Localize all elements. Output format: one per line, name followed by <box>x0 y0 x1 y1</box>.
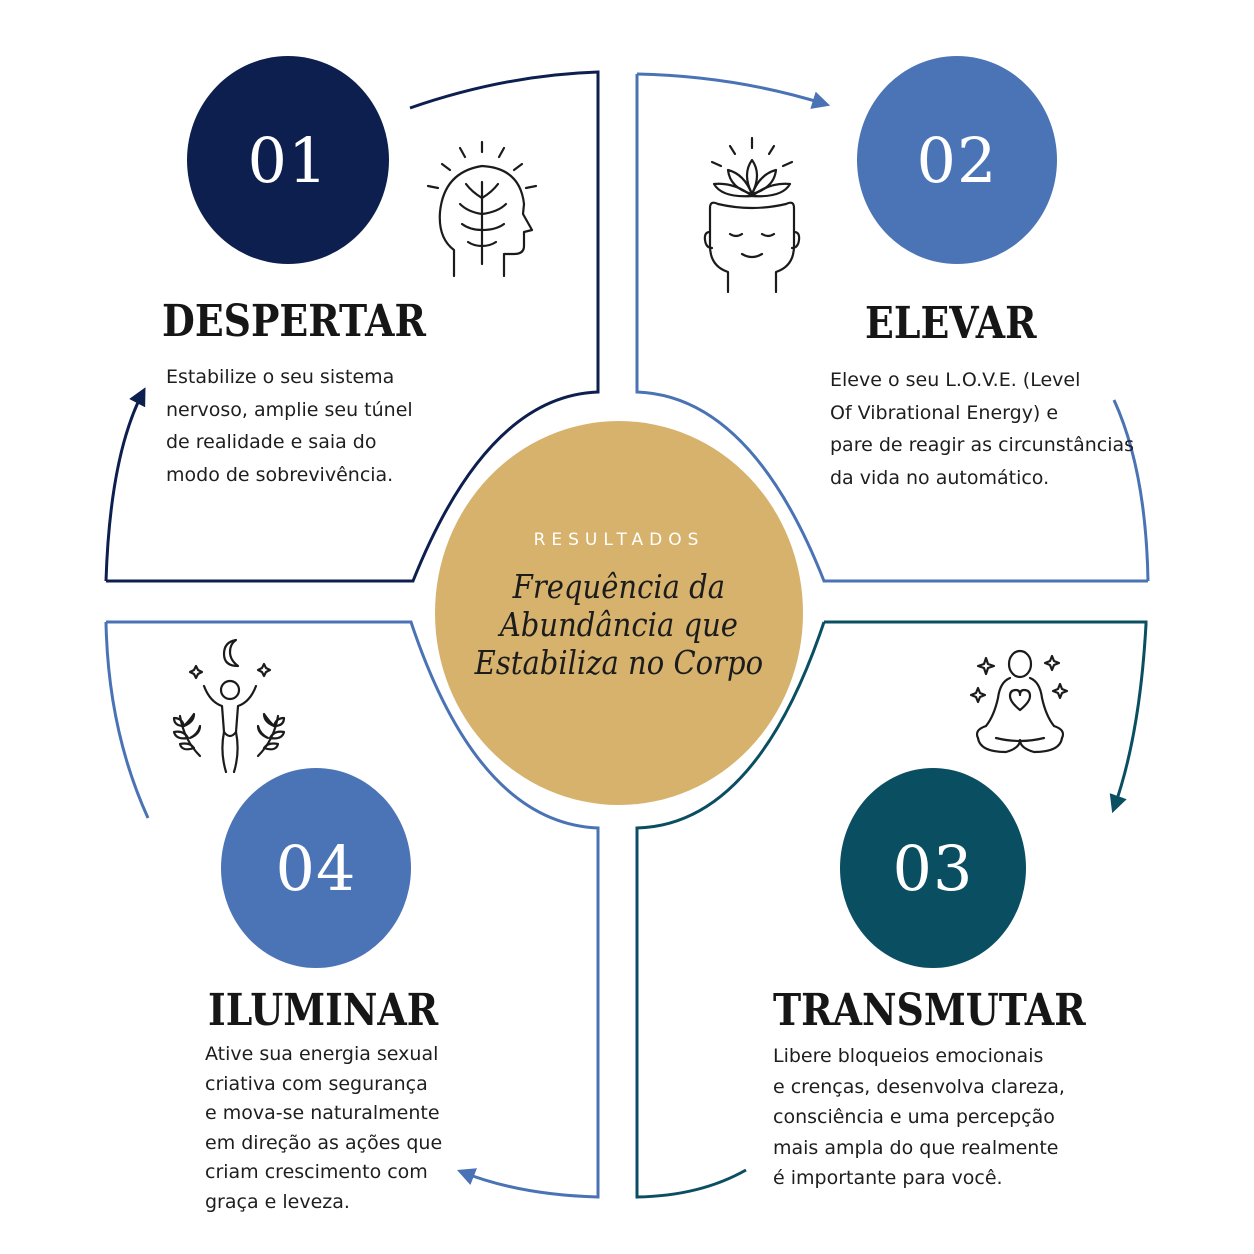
center-result-circle: RESULTADOS Frequência da Abundância que … <box>435 421 803 805</box>
step-title-01: DESPERTAR <box>162 296 426 347</box>
q4-arc <box>104 621 150 819</box>
center-kicker: RESULTADOS <box>533 530 705 550</box>
figure-moon-icon <box>172 638 286 774</box>
step-description-03: Libere bloqueios emocionais e crenças, d… <box>773 1045 1065 1189</box>
step-description-01: Estabilize o seu sistema nervoso, amplie… <box>166 366 413 486</box>
meditation-heart-icon <box>969 649 1069 754</box>
head-brain-icon <box>426 140 538 278</box>
step-title-04: ILUMINAR <box>208 985 439 1036</box>
step-number-02: 02 <box>857 56 1057 264</box>
center-title: Frequência da Abundância que Estabiliza … <box>474 567 764 682</box>
q2-arc <box>1112 399 1150 582</box>
step-title-02: ELEVAR <box>865 298 1037 349</box>
step-description-02: Eleve o seu L.O.V.E. (Level Of Vibration… <box>830 369 1135 489</box>
step-description-04: Ative sua energia sexual criativa com se… <box>205 1043 443 1213</box>
q2-frame-top <box>636 72 831 109</box>
q3-frame-line <box>824 620 1148 814</box>
q1-arrow <box>104 387 146 582</box>
step-title-03: TRANSMUTAR <box>773 985 1086 1036</box>
q2-frame-line <box>635 74 1148 583</box>
q3-frame-inner <box>635 621 826 1199</box>
lotus-head-icon <box>703 136 801 294</box>
step-number-04: 04 <box>221 768 411 968</box>
step-number-01: 01 <box>187 56 389 264</box>
step-number-03: 03 <box>840 768 1026 968</box>
q1-frame-line <box>106 70 600 583</box>
q4-frame-line <box>106 620 600 1199</box>
